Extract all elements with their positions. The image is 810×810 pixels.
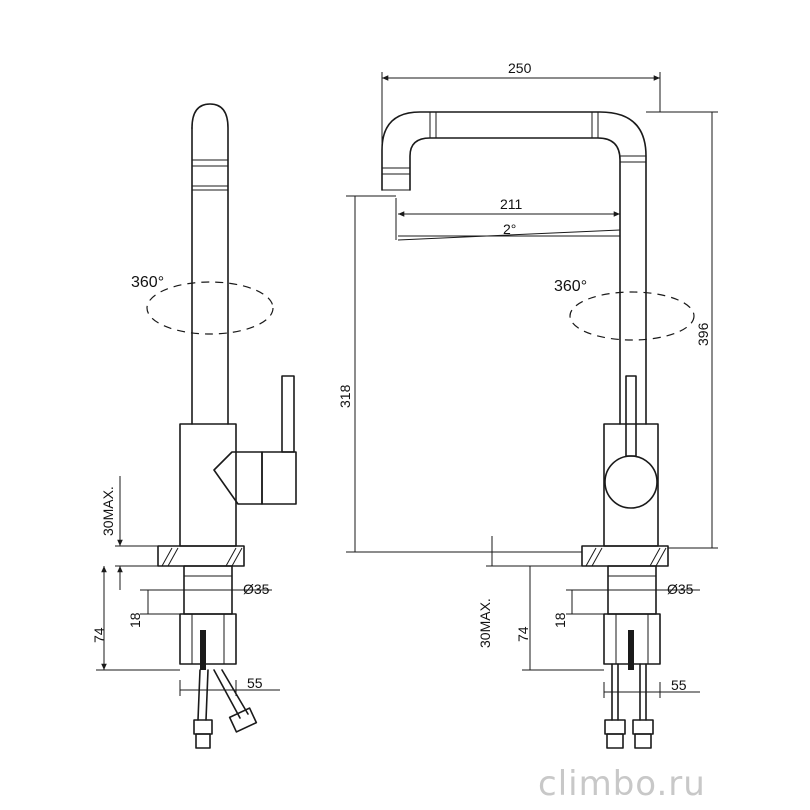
nut-height-label-front: 18 [552,612,568,628]
shank-diameter-label-front: Ø35 [667,581,694,597]
spout-column-right [191,103,229,425]
shank-length-label-front: 74 [515,626,531,642]
hose-fitting-right [228,707,258,733]
hose-fitting-left-front [604,719,626,735]
rotation-ellipse-front [569,291,695,341]
faucet-body [179,423,237,547]
tilt-label: 2° [503,221,516,237]
width-total-label: 250 [508,60,532,76]
rotation-ellipse [146,281,274,335]
side-view: 360° 30MAX. [91,103,297,749]
reach-label: 211 [500,196,523,212]
nut-height-label: 18 [127,612,143,628]
deck-max-label: 30MAX. [100,486,116,536]
spout-inner [409,137,621,425]
hose-spacing-label: 55 [247,675,263,691]
nut [179,613,237,665]
shank-length-label: 74 [91,627,107,643]
watermark: climbo.ru [538,764,706,804]
inlet-center [200,630,206,670]
lever-base [213,451,263,505]
lever-hub [261,451,297,505]
spout-outer [381,111,647,425]
lever-handle [281,375,295,453]
spout-height-label: 318 [337,384,353,408]
height-total-label: 396 [695,322,711,346]
hose-left [197,669,201,721]
hose-fitting-right-front [632,719,654,735]
hose-spacing-label-front: 55 [671,677,687,693]
rotation-label: 360° [131,274,164,291]
faucet-body-front [603,423,659,547]
hose-fitting-left [193,719,213,735]
front-view: 360° 250 211 [337,60,718,749]
deck-max-label-front: 30MAX. [477,598,493,648]
shank-diameter-label: Ø35 [243,581,270,597]
rotation-label-front: 360° [554,278,587,295]
lever-handle-front [625,375,637,457]
lever-hub-front [604,455,658,509]
